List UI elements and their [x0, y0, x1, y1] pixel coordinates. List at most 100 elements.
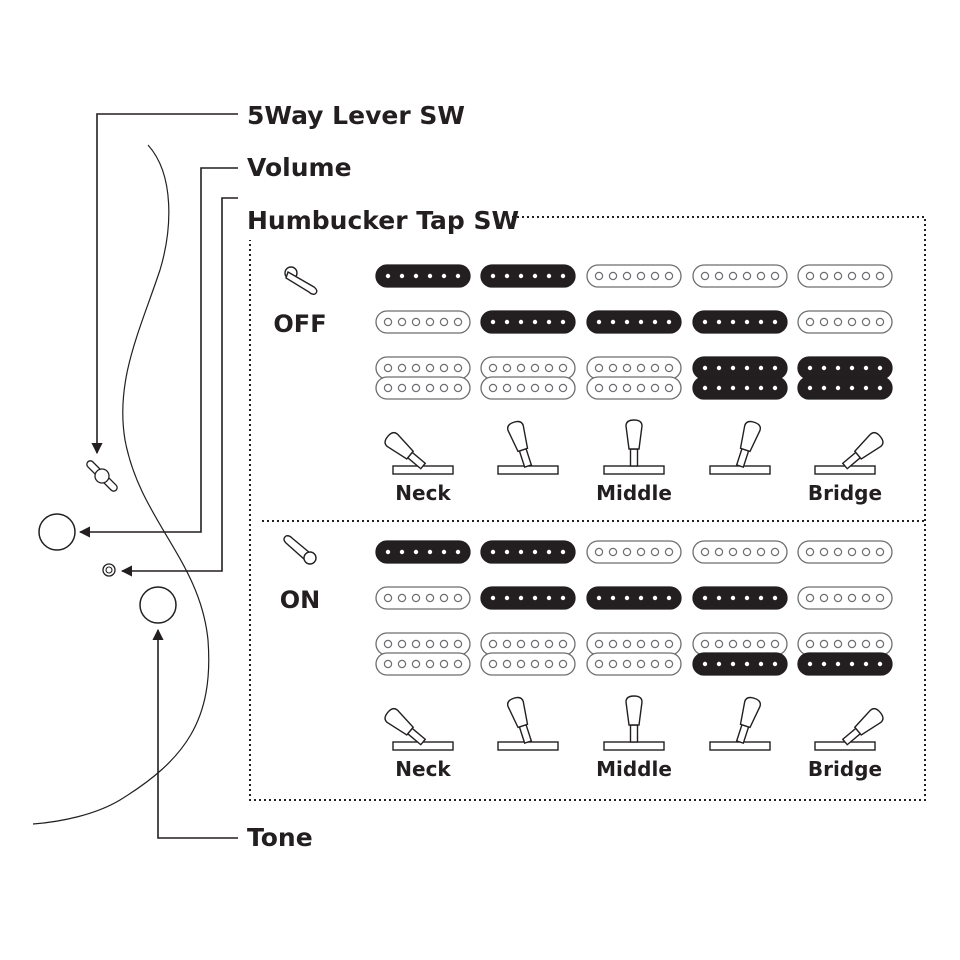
switch-position-4 — [692, 540, 788, 751]
pole-piece — [742, 547, 752, 557]
neck-pickup — [375, 264, 471, 288]
lever-switch-label: 5Way Lever SW — [247, 101, 465, 130]
pole-piece — [638, 595, 644, 601]
pole-piece — [455, 549, 461, 555]
lever-position-icon — [603, 419, 665, 475]
pole-piece — [385, 549, 391, 555]
pole-piece — [546, 273, 552, 279]
pole-piece — [608, 659, 618, 669]
pole-piece — [636, 659, 646, 669]
pole-piece — [805, 547, 815, 557]
position-label: Middle — [596, 757, 672, 781]
pole-piece — [383, 383, 393, 393]
pole-piece — [702, 385, 708, 391]
pole-piece — [560, 549, 566, 555]
pole-piece — [504, 319, 510, 325]
pole-piece — [636, 639, 646, 649]
pole-piece — [861, 317, 871, 327]
pole-piece — [877, 661, 883, 667]
tone-leader — [152, 628, 238, 839]
pole-piece — [863, 661, 869, 667]
humbucker-top-coil — [375, 632, 471, 656]
pole-piece — [847, 547, 857, 557]
pole-piece — [636, 271, 646, 281]
pole-piece — [558, 659, 568, 669]
humbucker-bottom-coil — [797, 376, 893, 400]
pole-piece — [453, 383, 463, 393]
pole-piece — [833, 317, 843, 327]
humbucker-bottom-coil — [480, 652, 576, 676]
pole-piece — [383, 363, 393, 373]
pole-piece — [847, 593, 857, 603]
neck-pickup — [797, 264, 893, 288]
tone-knob-icon[interactable] — [139, 586, 177, 624]
pole-piece — [558, 383, 568, 393]
position-label: Bridge — [808, 757, 882, 781]
pole-piece — [758, 319, 764, 325]
pole-piece — [805, 271, 815, 281]
switch-position-3: Middle — [586, 540, 682, 781]
pole-piece — [716, 319, 722, 325]
pole-piece — [413, 273, 419, 279]
switch-position-5: Bridge — [797, 264, 893, 505]
pole-piece — [530, 363, 540, 373]
pole-piece — [544, 383, 554, 393]
humbucker-bottom-coil — [797, 652, 893, 676]
pole-piece — [744, 595, 750, 601]
humbucker-top-coil — [797, 632, 893, 656]
pole-piece — [861, 639, 871, 649]
pole-piece — [488, 639, 498, 649]
switch-position-4 — [692, 264, 788, 475]
pole-piece — [664, 271, 674, 281]
pole-piece — [560, 595, 566, 601]
pole-piece — [411, 639, 421, 649]
pole-piece — [397, 659, 407, 669]
pole-piece — [714, 271, 724, 281]
pole-piece — [728, 639, 738, 649]
pole-piece — [502, 659, 512, 669]
pole-piece — [758, 385, 764, 391]
volume-knob-icon[interactable] — [38, 513, 76, 551]
pole-piece — [397, 363, 407, 373]
pole-piece — [453, 659, 463, 669]
lever-switch-leader — [91, 113, 238, 455]
pole-piece — [504, 595, 510, 601]
switch-position-5: Bridge — [797, 540, 893, 781]
pole-piece — [849, 385, 855, 391]
pole-piece — [411, 317, 421, 327]
lever-position-icon — [709, 420, 771, 475]
pole-piece — [439, 317, 449, 327]
pole-piece — [516, 363, 526, 373]
pole-piece — [622, 547, 632, 557]
pole-piece — [425, 593, 435, 603]
pole-piece — [758, 365, 764, 371]
pole-piece — [622, 363, 632, 373]
pole-piece — [742, 271, 752, 281]
pole-piece — [532, 273, 538, 279]
pole-piece — [819, 593, 829, 603]
pole-piece — [819, 547, 829, 557]
pole-piece — [744, 661, 750, 667]
humbucker-top-coil — [375, 356, 471, 380]
pole-piece — [849, 661, 855, 667]
pole-piece — [652, 319, 658, 325]
pole-piece — [807, 385, 813, 391]
lever-switch-icon[interactable] — [83, 457, 121, 495]
pole-piece — [490, 549, 496, 555]
pole-piece — [516, 383, 526, 393]
tap-switch-icon[interactable] — [102, 563, 116, 577]
pole-piece — [847, 271, 857, 281]
pole-piece — [411, 659, 421, 669]
pole-piece — [875, 271, 885, 281]
neck-pickup — [375, 540, 471, 564]
pole-piece — [744, 385, 750, 391]
middle-pickup — [692, 310, 788, 334]
pole-piece — [805, 639, 815, 649]
lever-position-icon — [709, 696, 771, 751]
pole-piece — [544, 639, 554, 649]
lever-position-icon — [814, 431, 884, 475]
tap-state-label: ON — [280, 586, 321, 614]
pole-piece — [610, 319, 616, 325]
pole-piece — [728, 271, 738, 281]
